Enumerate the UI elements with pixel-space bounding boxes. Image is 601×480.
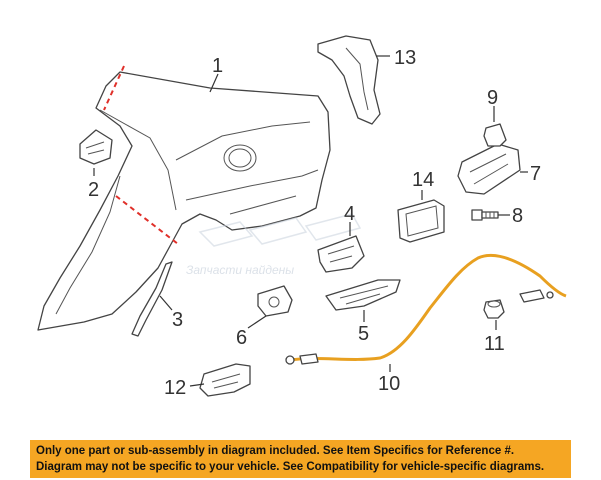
callout-5: 5 <box>358 323 369 345</box>
watermark: Запчасти найдены <box>186 213 362 277</box>
screw-part-8 <box>471 209 499 221</box>
fuel-door-housing-part-4 <box>317 235 365 273</box>
bracket-part-13 <box>317 35 381 125</box>
callout-9: 9 <box>487 87 498 109</box>
callout-12: 12 <box>164 377 186 399</box>
parts-diagram: Запчасти найдены 1 2 3 4 5 6 7 8 9 10 11… <box>37 35 567 399</box>
fuel-door-release-cable-part-10 <box>285 253 567 365</box>
callout-13: 13 <box>394 47 416 69</box>
cut-line-upper <box>103 65 125 111</box>
filler-pocket-part-14 <box>397 199 445 243</box>
callout-3: 3 <box>172 309 183 331</box>
bracket-part-5 <box>325 279 401 311</box>
bracket-part-2 <box>79 129 113 165</box>
quarter-panel-part <box>37 71 331 331</box>
callout-7: 7 <box>530 163 541 185</box>
cut-line-lower <box>115 195 179 245</box>
disclaimer-line-2: Diagram may not be specific to your vehi… <box>36 461 545 473</box>
disclaimer-banner: Only one part or sub-assembly in diagram… <box>30 440 571 478</box>
fuel-door-part-7 <box>457 143 521 195</box>
callout-6: 6 <box>236 327 247 349</box>
callout-14: 14 <box>412 169 434 191</box>
grommet-part-11 <box>483 299 505 319</box>
disclaimer-line-1: Only one part or sub-assembly in diagram… <box>36 445 515 457</box>
clip-part-9 <box>483 123 507 147</box>
watermark-text: Запчасти найдены <box>186 263 294 277</box>
callout-1: 1 <box>212 55 223 77</box>
cable-line <box>289 253 567 362</box>
callout-10: 10 <box>378 373 400 395</box>
molding-part-3 <box>131 261 173 337</box>
callout-11: 11 <box>484 333 505 355</box>
callout-8: 8 <box>512 205 523 227</box>
callout-4: 4 <box>344 203 355 225</box>
callout-2: 2 <box>88 179 99 201</box>
leader-lines <box>93 55 528 387</box>
housing-part-12 <box>199 363 251 397</box>
lock-actuator-part-6 <box>257 285 293 317</box>
